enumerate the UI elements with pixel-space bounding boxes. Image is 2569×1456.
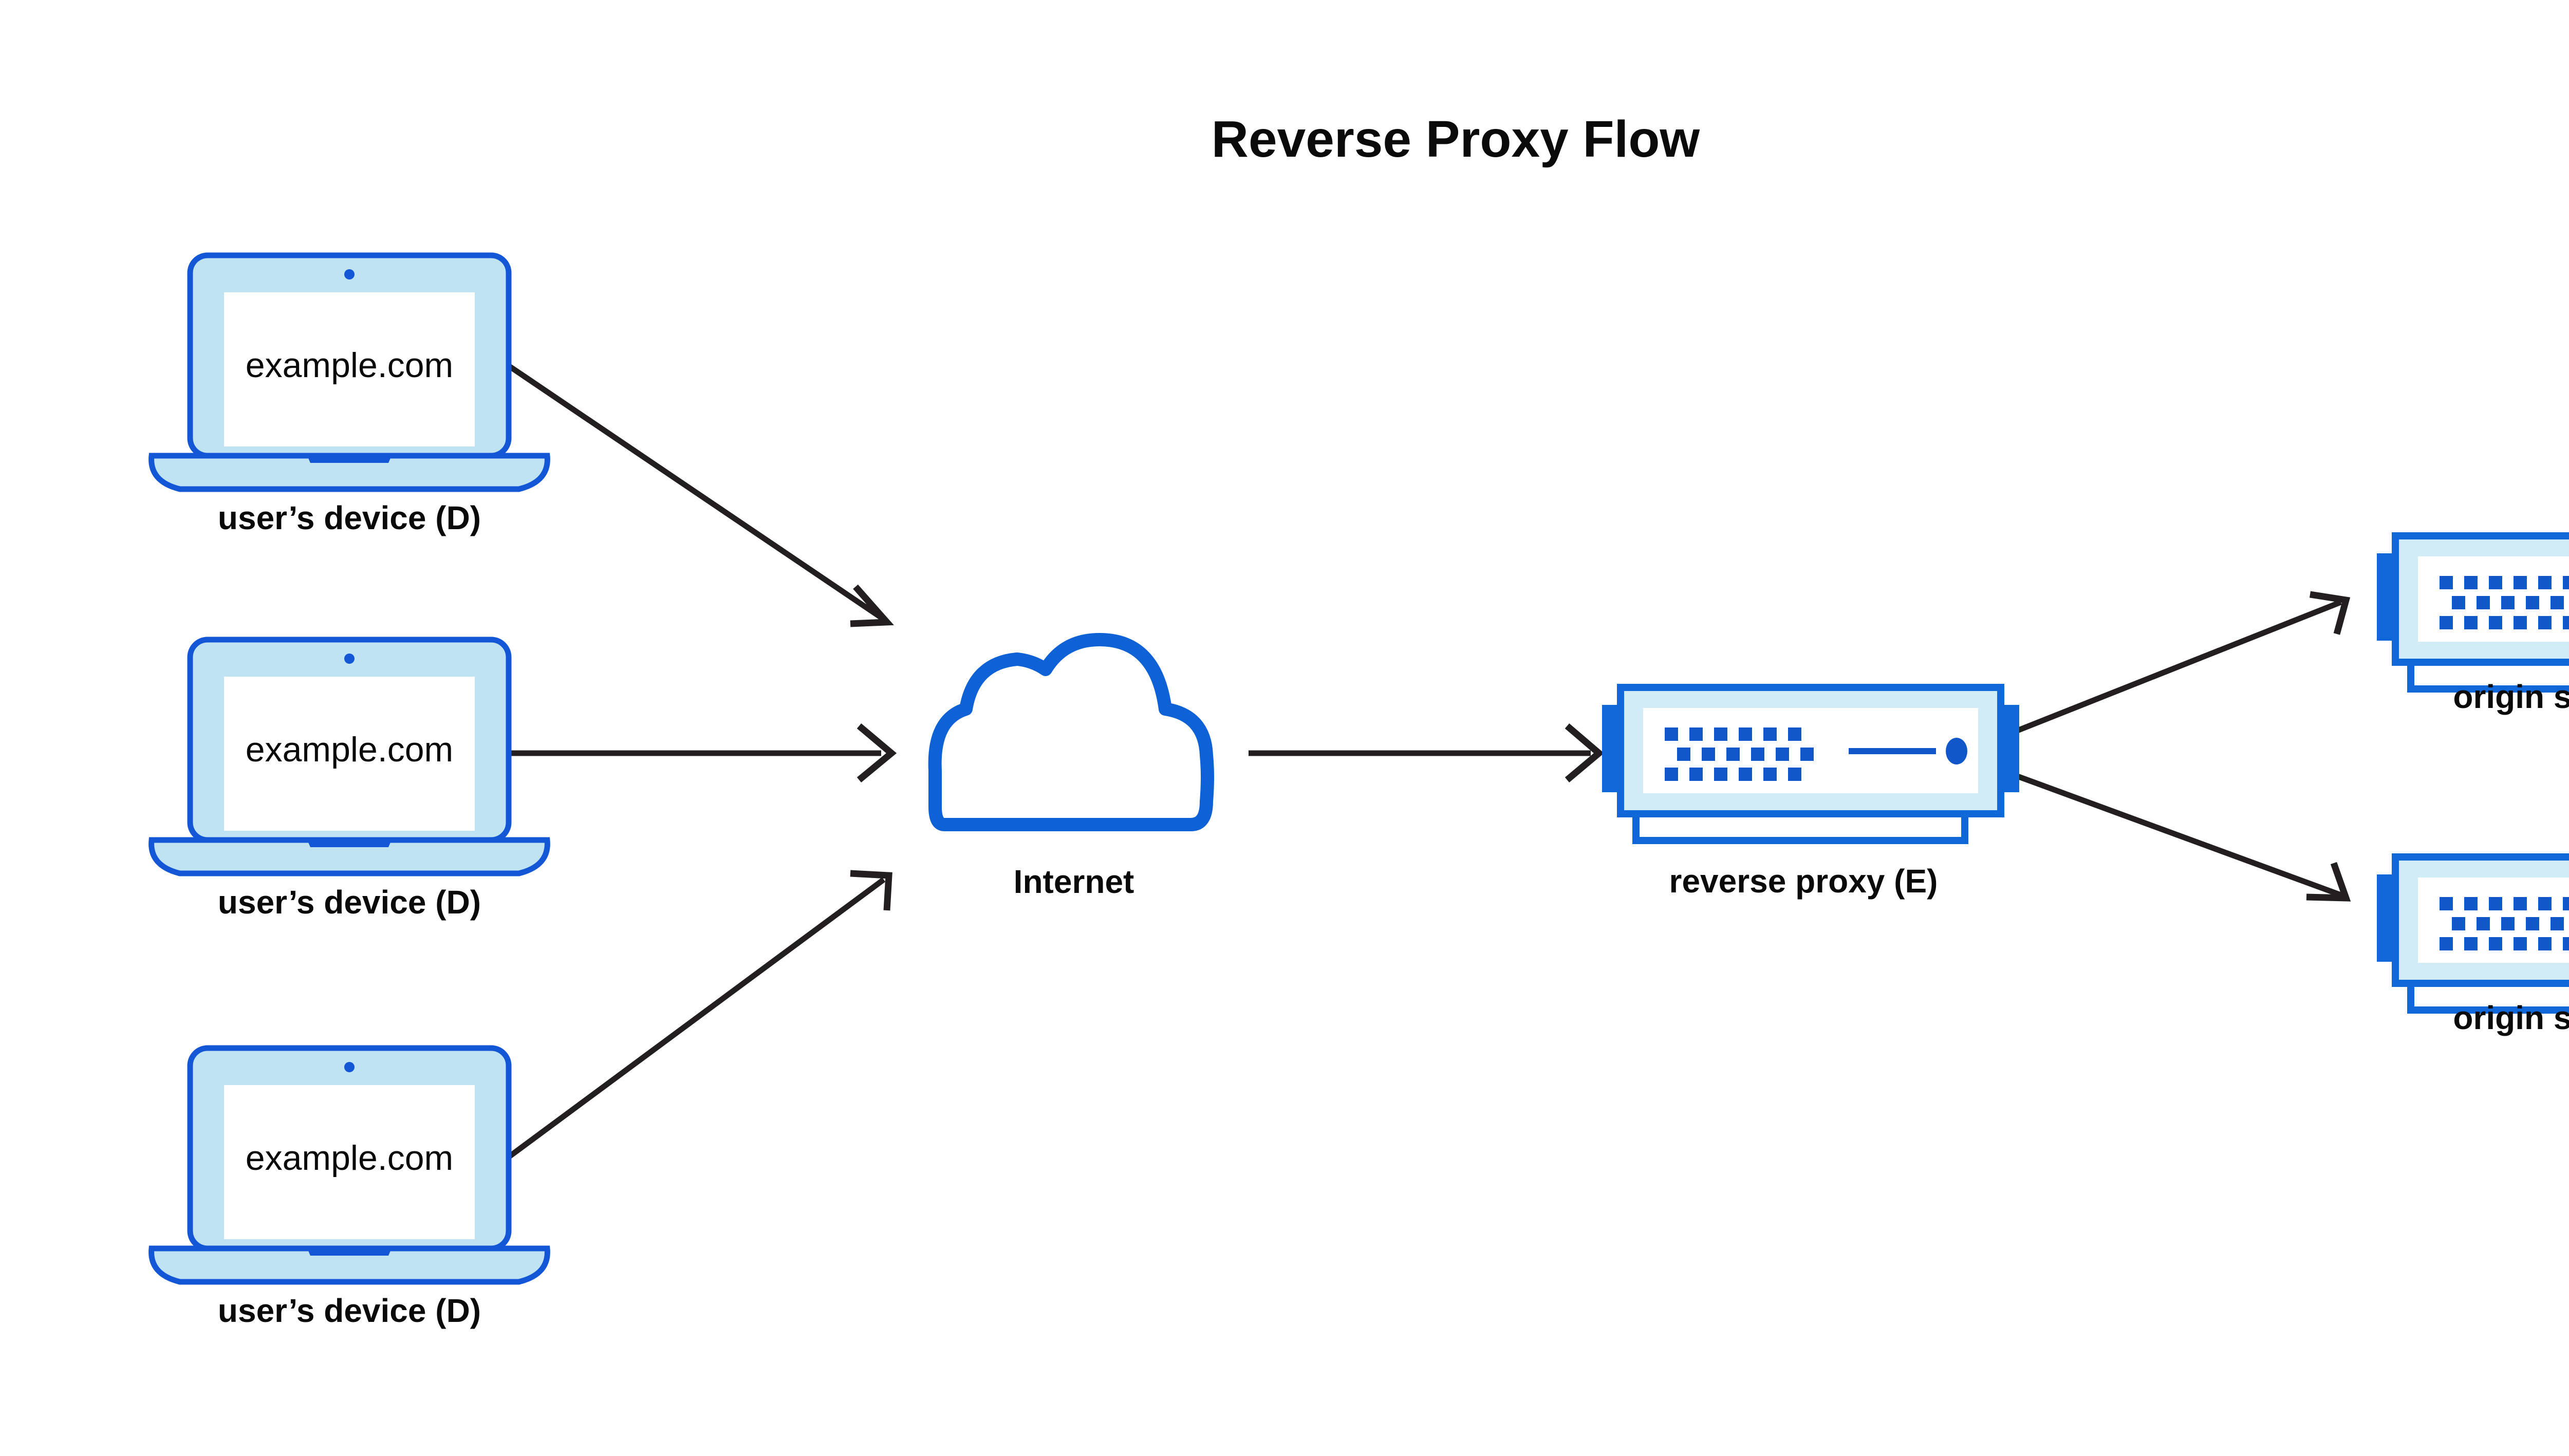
origin-server-label: origin server (F) xyxy=(2453,678,2569,715)
edge-device-bottom-to-internet xyxy=(507,870,892,1160)
device-screen-url: example.com xyxy=(246,1138,453,1178)
node-origin-top[interactable]: origin server (F) xyxy=(2377,536,2569,715)
edge-internet-to-reverse-proxy xyxy=(1249,723,1605,782)
node-device-middle[interactable]: example.com user’s device (D) xyxy=(152,640,548,921)
node-device-top[interactable]: example.com user’s device (D) xyxy=(152,255,548,536)
origin-server-label: origin server (F) xyxy=(2453,999,2569,1036)
internet-label: Internet xyxy=(1014,863,1134,900)
edges-layer xyxy=(507,363,2351,1160)
edge-reverse-proxy-to-origin-top xyxy=(1995,591,2351,742)
page-title: Reverse Proxy Flow xyxy=(1212,110,1700,168)
server-icon xyxy=(1602,687,2019,841)
reverse-proxy-label: reverse proxy (E) xyxy=(1669,863,1938,900)
node-reverse-proxy[interactable]: reverse proxy (E) xyxy=(1602,687,2019,900)
device-label: user’s device (D) xyxy=(218,1292,481,1329)
node-origin-bottom[interactable]: origin server (F) xyxy=(2377,857,2569,1036)
node-device-bottom[interactable]: example.com user’s device (D) xyxy=(152,1048,548,1329)
device-label: user’s device (D) xyxy=(218,884,481,921)
node-internet[interactable]: Internet xyxy=(928,633,1214,900)
edge-device-middle-to-internet xyxy=(509,723,897,783)
device-label: user’s device (D) xyxy=(218,499,481,536)
edge-reverse-proxy-to-origin-bottom xyxy=(1996,766,2351,902)
cloud-icon xyxy=(928,633,1214,831)
edge-device-top-to-internet xyxy=(507,363,894,627)
device-screen-url: example.com xyxy=(246,730,453,769)
device-screen-url: example.com xyxy=(246,346,453,385)
